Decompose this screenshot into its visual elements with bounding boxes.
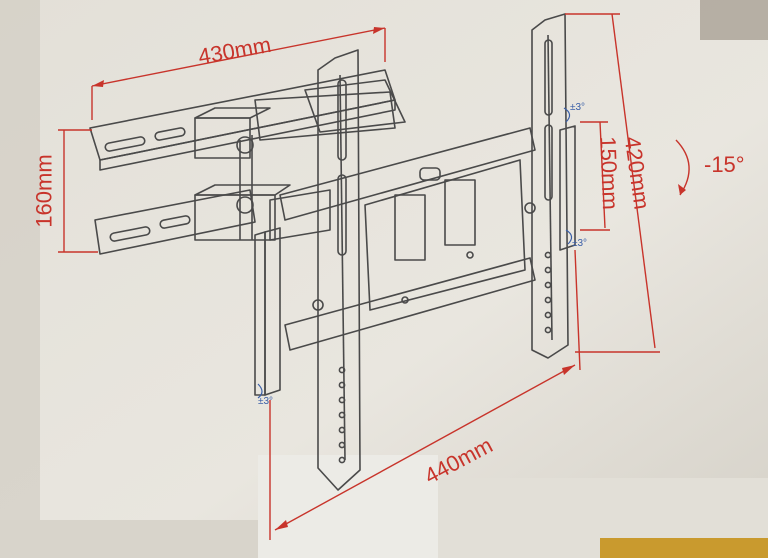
tilt-angle-label: -15° xyxy=(704,152,745,177)
yellow-flap xyxy=(600,538,768,558)
dim-150-label: 150mm xyxy=(595,135,623,211)
bracket-right-holes xyxy=(544,39,553,334)
dim-line-420 xyxy=(611,13,656,349)
box-flap-center xyxy=(258,455,438,558)
box-left-shadow xyxy=(0,0,40,540)
dimension-lines xyxy=(58,13,690,540)
dark-corner xyxy=(700,0,768,40)
bottom-arm xyxy=(94,189,256,255)
box-surface xyxy=(0,0,768,540)
swivel-bottom-label: ±3° xyxy=(258,396,274,407)
mount-line-art xyxy=(89,13,576,491)
dim-line-430 xyxy=(91,27,386,87)
dim-line-440 xyxy=(274,364,576,531)
swivel-top-label: ±3° xyxy=(570,102,586,113)
dim-160-label: 160mm xyxy=(31,154,57,228)
vertical-bracket-center xyxy=(317,49,361,491)
bracket-center-holes xyxy=(337,79,347,464)
box-flap-left xyxy=(0,520,265,558)
swivel-indicators xyxy=(257,107,573,399)
crossbar-upper xyxy=(279,127,536,221)
crossbar-lower xyxy=(284,257,536,351)
dim-line-150 xyxy=(599,121,606,229)
swivel-mid-label: ±3° xyxy=(572,238,588,249)
